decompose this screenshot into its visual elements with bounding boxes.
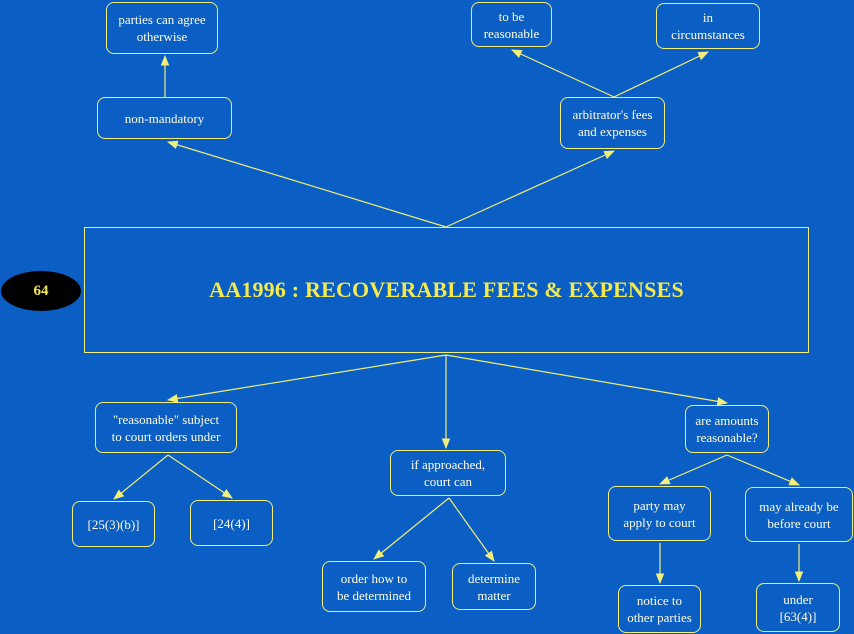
node-party-may-apply: party may apply to court [608, 486, 711, 541]
arrow-to-may-already [726, 454, 800, 486]
node-if-approached: if approached, court can [390, 450, 506, 496]
arrow-to-in-circumstances [613, 51, 709, 98]
node-under-63: under [63(4)] [756, 583, 840, 632]
node-may-already-be: may already be before court [745, 487, 853, 542]
node-section-24: [24(4)] [190, 500, 273, 546]
page-number: 64 [33, 282, 49, 299]
page-number-badge: 64 [1, 271, 81, 311]
arrow-to-non-mandatory [166, 140, 447, 228]
node-to-be-reasonable: to be reasonable [471, 2, 552, 47]
node-section-25: [25(3)(b)] [72, 501, 155, 547]
node-reasonable-subject: "reasonable" subject to court orders und… [95, 402, 237, 453]
arrow-to-order-how [373, 497, 450, 560]
node-determine-matter: determine matter [452, 563, 536, 610]
arrow-to-are-amounts [445, 354, 729, 406]
node-in-circumstances: in circumstances [656, 3, 760, 49]
node-arbitrators-fees: arbitrator's fees and expenses [560, 97, 665, 149]
diagram-title: AA1996 : RECOVERABLE FEES & EXPENSES [209, 277, 684, 302]
arrow-to-section-24 [167, 454, 233, 499]
arrow-to-arbitrators-fees [445, 150, 615, 228]
node-notice-to-parties: notice to other parties [618, 585, 701, 633]
main-topic-box: AA1996 : RECOVERABLE FEES & EXPENSES [84, 227, 809, 353]
arrow-to-determine-matter [448, 497, 495, 562]
node-non-mandatory: non-mandatory [97, 97, 232, 139]
arrow-to-section-25 [113, 454, 169, 500]
arrow-to-reasonable-subject [166, 354, 447, 403]
arrow-to-to-be-reasonable [511, 49, 615, 98]
node-parties-can-agree: parties can agree otherwise [106, 2, 218, 54]
node-are-amounts-reasonable: are amounts reasonable? [685, 405, 769, 453]
node-order-how: order how to be determined [322, 561, 426, 612]
arrow-to-party-may [659, 454, 728, 485]
